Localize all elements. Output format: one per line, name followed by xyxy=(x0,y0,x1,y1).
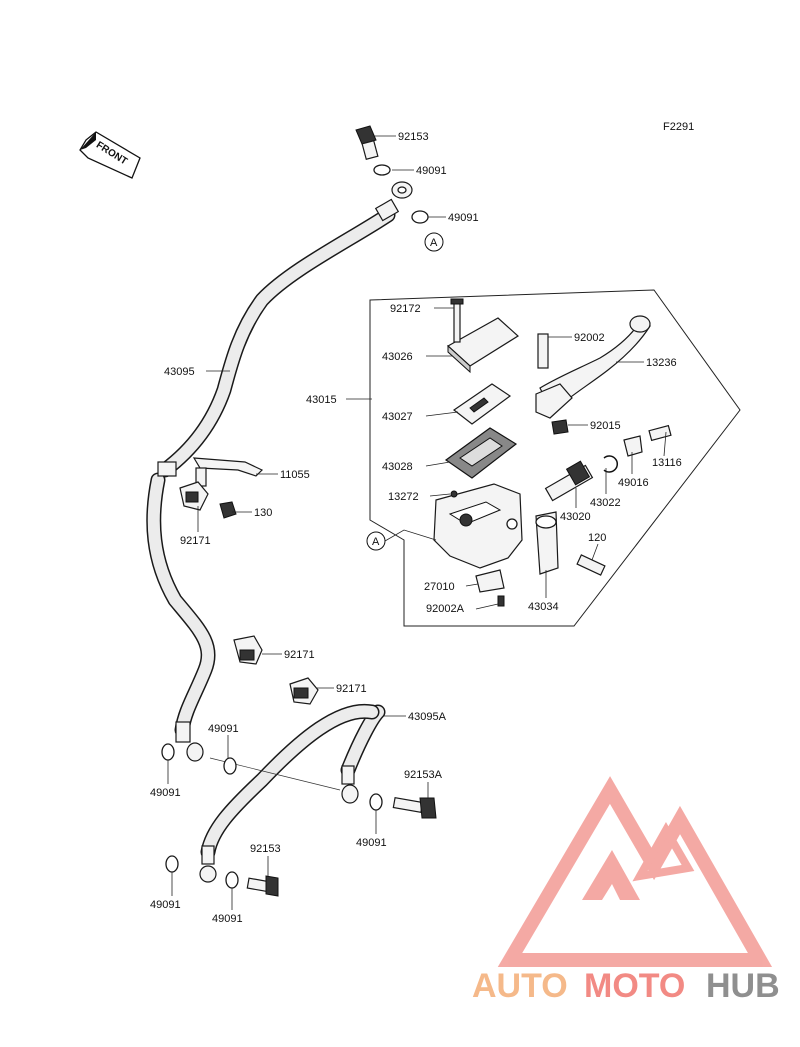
label-92153-top: 92153 xyxy=(398,131,429,143)
banjo-bolt-92153-top xyxy=(355,125,379,161)
bolt-92002 xyxy=(537,333,549,369)
washer-49091-a xyxy=(373,164,391,176)
bolt-92002A xyxy=(497,595,505,607)
washer-49091-c xyxy=(161,743,175,761)
ref-circle-a-top xyxy=(424,232,444,252)
leader-lines xyxy=(167,135,667,910)
bolt-13272 xyxy=(450,490,458,498)
label-49091-f: 49091 xyxy=(150,899,181,911)
wordmark-moto: MOTO xyxy=(584,967,685,1005)
holder-43034 xyxy=(535,511,559,575)
label-92171-c: 92171 xyxy=(336,683,367,695)
label-92171-a: 92171 xyxy=(180,535,211,547)
label-43028: 43028 xyxy=(382,461,413,473)
label-120: 120 xyxy=(588,532,606,544)
banjo-bolt-92153-bottom xyxy=(246,875,279,897)
washer-49091-d xyxy=(223,757,237,775)
label-43026: 43026 xyxy=(382,351,413,363)
clamp-92171-c xyxy=(289,677,319,705)
automotohub-logo-icon xyxy=(497,776,773,967)
bracket-11055 xyxy=(192,457,264,487)
label-49091-b: 49091 xyxy=(448,212,479,224)
ref-a-top-text: A xyxy=(430,237,438,249)
ref-a-connector: A xyxy=(366,529,437,551)
label-92015: 92015 xyxy=(590,420,621,432)
label-27010: 27010 xyxy=(424,581,455,593)
label-92002: 92002 xyxy=(574,332,605,344)
reservoir-cap-43026 xyxy=(446,317,519,374)
label-49091-a: 49091 xyxy=(416,165,447,177)
label-49016: 49016 xyxy=(618,477,649,489)
front-arrow-icon: FRONT xyxy=(79,131,141,179)
label-11055: 11055 xyxy=(280,469,310,481)
bolt-130 xyxy=(219,501,237,519)
wordmark-auto: AUTO xyxy=(472,967,568,1005)
brake-hose-43095 xyxy=(146,181,413,762)
washer-49091-b xyxy=(411,210,429,224)
bolt-120 xyxy=(576,554,606,576)
nut-92015 xyxy=(551,419,569,435)
label-43095A: 43095A xyxy=(408,711,447,723)
label-130: 130 xyxy=(254,507,272,519)
wordmark-hub: HUB xyxy=(706,967,780,1005)
ref-a-mid-text: A xyxy=(372,536,380,548)
lever-13236 xyxy=(535,315,651,419)
label-92153-bottom: 92153 xyxy=(250,843,281,855)
label-43095: 43095 xyxy=(164,366,195,378)
washer-49091-g xyxy=(225,871,239,889)
label-49091-g: 49091 xyxy=(212,913,243,925)
label-92002A: 92002A xyxy=(426,603,465,615)
piston-assy-43020 xyxy=(544,460,594,502)
diaphragm-43028 xyxy=(444,427,518,479)
master-cylinder-frame xyxy=(369,289,741,627)
label-43015: 43015 xyxy=(306,394,337,406)
part-labels: 92153 49091 49091 43095 43015 92172 4302… xyxy=(150,131,682,925)
label-92172: 92172 xyxy=(390,303,421,315)
label-49091-d: 49091 xyxy=(150,787,181,799)
washer-49091-e xyxy=(369,793,383,811)
label-49091-c: 49091 xyxy=(208,723,239,735)
label-13272: 13272 xyxy=(388,491,419,503)
clamp-92171-b xyxy=(233,635,263,665)
label-43022: 43022 xyxy=(590,497,621,509)
label-49091-e: 49091 xyxy=(356,837,387,849)
plate-43027 xyxy=(452,383,512,425)
washer-49091-f xyxy=(165,855,179,873)
banjo-bolt-92153A xyxy=(392,796,437,819)
boot-49016 xyxy=(623,435,643,457)
pivot-13116 xyxy=(648,424,672,442)
brake-hose-43095A xyxy=(199,703,386,883)
label-43020: 43020 xyxy=(560,511,591,523)
clamp-92171-a xyxy=(179,481,209,511)
clamp-27010 xyxy=(475,569,505,593)
automotohub-wordmark: AUTO MOTO HUB xyxy=(472,967,780,1005)
circlip-43022 xyxy=(603,455,619,473)
label-13116: 13116 xyxy=(652,457,682,469)
label-92153A: 92153A xyxy=(404,769,443,781)
figure-code: F2291 xyxy=(663,121,694,133)
master-cylinder-body xyxy=(433,483,523,569)
label-43027: 43027 xyxy=(382,411,413,423)
label-92171-b: 92171 xyxy=(284,649,315,661)
screw-92172 xyxy=(450,298,464,343)
label-13236: 13236 xyxy=(646,357,677,369)
label-43034: 43034 xyxy=(528,601,559,613)
